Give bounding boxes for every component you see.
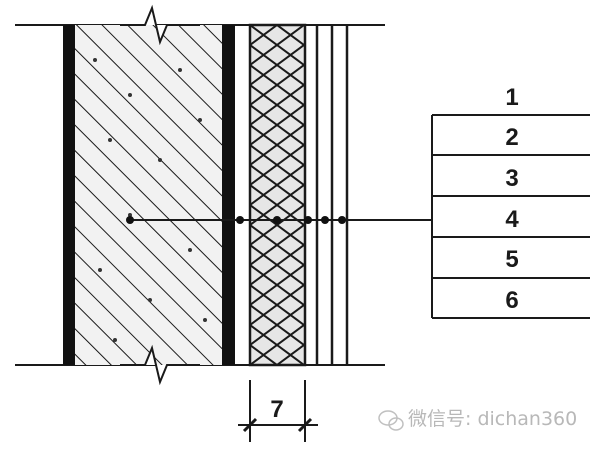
leader-dots bbox=[126, 216, 346, 224]
concrete-wall-hatch bbox=[75, 25, 222, 365]
wall-face-left bbox=[63, 25, 75, 365]
dimension-7 bbox=[238, 380, 318, 442]
callout-3: 3 bbox=[505, 165, 518, 192]
callout-2: 2 bbox=[505, 124, 518, 151]
callout-6: 6 bbox=[505, 287, 518, 314]
callout-5: 5 bbox=[505, 246, 518, 273]
insulation-layer bbox=[248, 23, 307, 367]
aggregate-dots bbox=[93, 58, 207, 342]
break-symbol-bottom bbox=[120, 344, 200, 386]
break-symbol-top bbox=[120, 4, 200, 46]
watermark-text: 微信号: dichan360 bbox=[408, 408, 577, 430]
callout-rules bbox=[432, 114, 590, 319]
callout-4: 4 bbox=[505, 206, 519, 233]
dimension-label: 7 bbox=[270, 396, 283, 423]
wechat-icon bbox=[378, 410, 404, 431]
callout-1: 1 bbox=[505, 84, 518, 111]
wall-face-right bbox=[222, 25, 235, 365]
